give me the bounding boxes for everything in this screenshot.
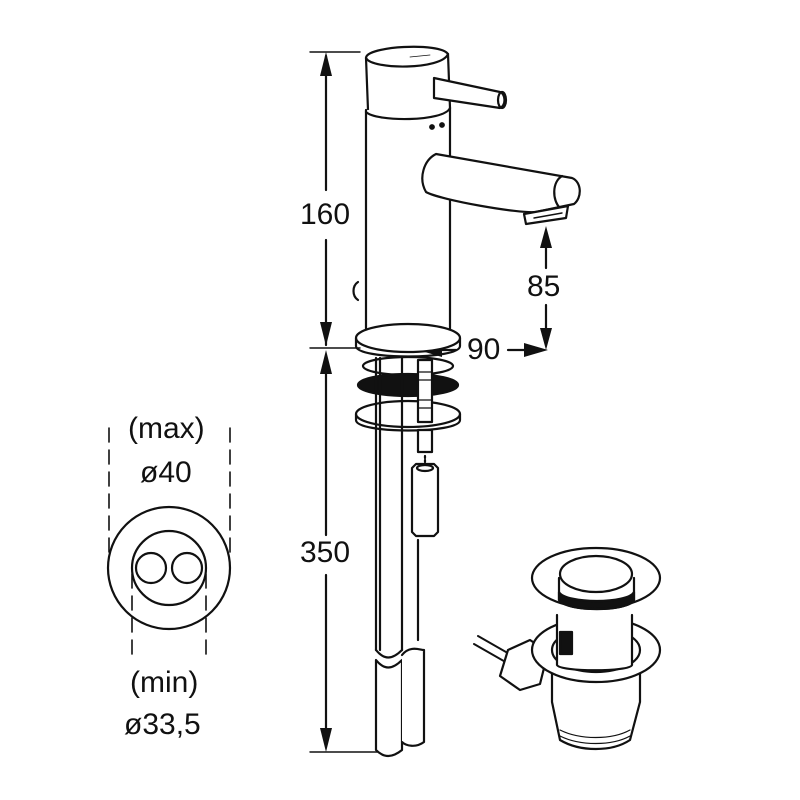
hole-max-value: ø40 — [138, 456, 194, 489]
hole-max-label: (max) — [126, 412, 207, 445]
tap-hole-detail-icon — [106, 427, 232, 661]
dimension-label-reach: 90 — [465, 333, 503, 366]
dimension-label-supply-length: 350 — [298, 536, 353, 569]
hole-min-label: (min) — [128, 666, 201, 699]
faucet-body-icon — [352, 106, 452, 336]
hole-min-value: ø33,5 — [122, 708, 203, 741]
dimension-label-height: 160 — [298, 198, 353, 231]
pop-up-waste-icon — [473, 546, 662, 750]
supply-hoses-icon — [374, 356, 440, 758]
mounting-hardware-icon — [354, 322, 462, 432]
height-dimension-lines — [309, 51, 379, 753]
faucet-spout-icon — [421, 152, 581, 226]
spout-clearance-dimension — [540, 226, 552, 350]
dimension-label-clearance: 85 — [525, 270, 563, 303]
